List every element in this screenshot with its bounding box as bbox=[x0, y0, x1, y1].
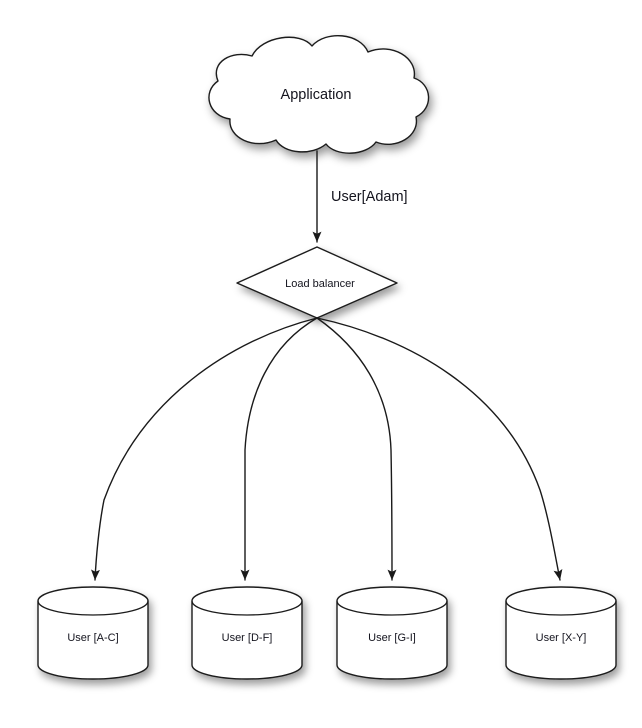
node-database-4[interactable]: User [X-Y] bbox=[505, 586, 617, 680]
node-database-3[interactable]: User [G-I] bbox=[336, 586, 448, 680]
node-load-balancer[interactable]: Load balancer bbox=[236, 246, 398, 319]
edge-load-balancer-to-db-4 bbox=[316, 317, 563, 581]
database-4-label: User [X-Y] bbox=[536, 632, 587, 644]
database-3-label: User [G-I] bbox=[368, 632, 416, 644]
node-database-2[interactable]: User [D-F] bbox=[191, 586, 303, 680]
application-label: Application bbox=[281, 87, 352, 103]
edge-load-balancer-to-db-1 bbox=[90, 317, 318, 581]
edge-load-balancer-to-db-2 bbox=[240, 317, 318, 581]
database-1-label: User [A-C] bbox=[67, 632, 118, 644]
edge-label-user-adam: User[Adam] bbox=[331, 189, 408, 205]
node-database-1[interactable]: User [A-C] bbox=[37, 586, 149, 680]
edge-load-balancer-to-db-3 bbox=[316, 317, 397, 581]
node-application[interactable]: Application bbox=[208, 34, 430, 154]
database-2-label: User [D-F] bbox=[222, 632, 273, 644]
load-balancer-label: Load balancer bbox=[285, 278, 355, 290]
